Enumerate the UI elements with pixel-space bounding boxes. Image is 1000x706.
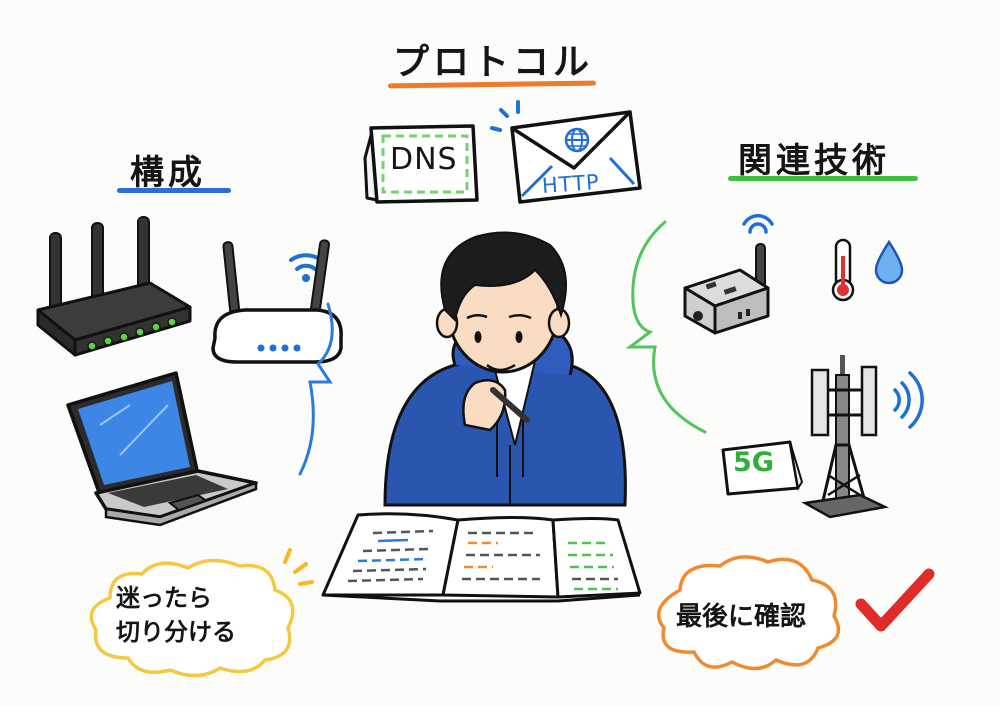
wifi-router-icon <box>211 239 343 364</box>
laptop-icon <box>66 371 258 527</box>
heading-related-tech: 関連技術 <box>738 141 890 181</box>
iot-device-icon <box>683 214 774 335</box>
water-drop-icon <box>874 239 904 285</box>
dns-card-icon <box>363 124 479 204</box>
heading-protocol: プロトコル <box>393 42 594 83</box>
related-tech-underline <box>728 176 918 181</box>
5g-card-icon <box>721 440 804 496</box>
yellow-cloud <box>89 548 314 678</box>
heading-structure: 構成 <box>130 153 206 193</box>
router-icon <box>36 216 192 357</box>
student-illustration <box>383 231 627 507</box>
http-envelope-icon <box>490 100 642 204</box>
cell-tower-icon <box>801 355 924 519</box>
dns-label: DNS <box>390 142 458 177</box>
structure-bracket <box>298 302 334 476</box>
cloud-right-text: 最後に確認 <box>676 602 807 632</box>
related-bracket <box>625 220 707 434</box>
thermometer-icon <box>831 238 855 302</box>
5g-label: 5G <box>733 447 774 478</box>
cloud-left-line1: 迷ったら <box>116 584 212 612</box>
orange-cloud <box>657 555 841 671</box>
cloud-left-line2: 切り分ける <box>116 618 236 646</box>
checkmark-icon <box>855 568 935 632</box>
http-label: HTTP <box>541 170 601 198</box>
structure-underline <box>117 188 231 193</box>
open-book-icon <box>321 512 642 603</box>
